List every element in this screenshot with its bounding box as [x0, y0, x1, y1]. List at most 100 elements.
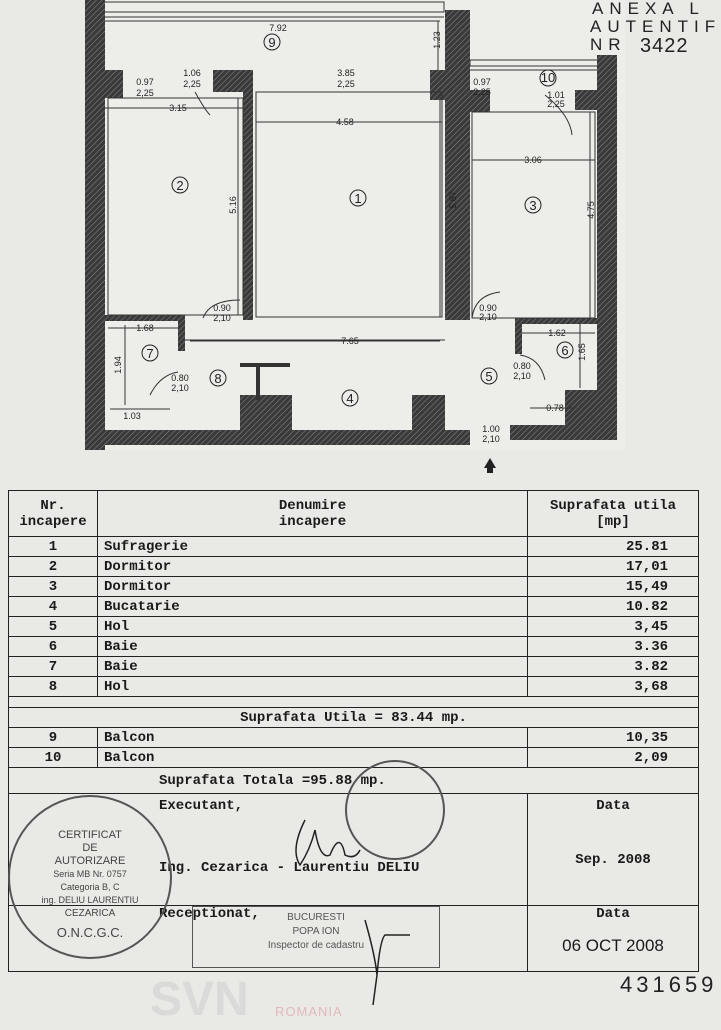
signature-receiver — [364, 919, 410, 1006]
table-cell: Data Sep. 2008 — [527, 793, 699, 906]
table-cell: 6 — [8, 636, 98, 657]
dim-label: 2,25 — [337, 79, 355, 89]
signature-executant — [295, 819, 361, 867]
table-cell: 5 — [8, 616, 98, 637]
table-cell: 3.82 — [527, 656, 699, 677]
table-cell: 10 — [8, 747, 98, 768]
spacer-row — [8, 696, 699, 708]
table-cell: Dormitor — [97, 576, 528, 597]
round-seal — [345, 760, 445, 860]
useful-area-total: Suprafata Utila = 83.44 mp. — [8, 707, 699, 728]
header-area: Suprafata utila[mp] — [527, 490, 699, 537]
dim-label: 1.94 — [113, 356, 123, 374]
table-cell: Data 06 OCT 2008 — [527, 905, 699, 972]
dim-label: 7.65 — [341, 336, 359, 346]
handwritten-number: 3422 — [640, 35, 689, 57]
room-label-5: 5 — [480, 367, 498, 385]
receptionat-date: 06 OCT 2008 — [562, 936, 664, 955]
stamp-text: BUCURESTI — [287, 912, 345, 923]
dim-label: 3.15 — [169, 103, 187, 113]
dim-label: 1.23 — [432, 31, 442, 49]
header-nr-line2: incapere — [19, 513, 87, 530]
dim-label: 0.97 — [136, 77, 154, 87]
stamp-text: Seria MB Nr. 0757 — [53, 869, 127, 879]
dim-label: 1.03 — [123, 411, 141, 421]
dim-label: 4.75 — [586, 201, 596, 219]
table-cell: 3.36 — [527, 636, 699, 657]
executant-label: Executant, — [159, 798, 244, 814]
table-cell: 8 — [8, 676, 98, 697]
header-name-line2: incapere — [278, 513, 347, 530]
dim-label: 4.58 — [336, 117, 354, 127]
dim-label: 1.68 — [136, 323, 154, 333]
watermark-country: ROMANIA — [275, 1004, 343, 1019]
dimension-labels: 7.92 1.23 0.97 2,25 1.06 2,25 3.15 3.85 … — [113, 23, 596, 444]
dim-label: 0.97 — [473, 77, 491, 87]
dim-label: 2,25 — [547, 99, 565, 109]
room-label-9: 9 — [263, 33, 281, 51]
dim-label: 1.06 — [183, 68, 201, 78]
room-number: 1 — [354, 191, 361, 206]
plan-area — [85, 0, 625, 450]
dim-label: 2,10 — [213, 313, 231, 323]
table-cell: Hol — [97, 616, 528, 637]
data-label: Data — [596, 906, 630, 922]
room-label-6: 6 — [556, 341, 574, 359]
table-cell: 3,45 — [527, 616, 699, 637]
dim-label: 1.01 — [547, 90, 565, 100]
dimension-lines — [105, 20, 595, 410]
dim-label: 2,10 — [479, 312, 497, 322]
room-number: 9 — [268, 35, 275, 50]
executant-date: Sep. 2008 — [575, 852, 651, 868]
table-cell: 3,68 — [527, 676, 699, 697]
room-label-7: 7 — [141, 344, 159, 362]
room-label-2: 2 — [171, 176, 189, 194]
table-cell: Hol — [97, 676, 528, 697]
dim-label: 2,10 — [482, 434, 500, 444]
table-cell: Bucatarie — [97, 596, 528, 617]
table-cell: Sufragerie — [97, 536, 528, 557]
room-number: 5 — [485, 369, 492, 384]
dim-label: 0.90 — [213, 303, 231, 313]
stamp-text: Inspector de cadastru — [267, 940, 365, 951]
stamp-text: DE — [82, 842, 98, 854]
interior-lines — [107, 91, 596, 400]
dim-label: 2,25 — [136, 88, 154, 98]
header-area-line2: [mp] — [596, 513, 630, 530]
handwritten-annotation-line2: AUTENTIF — [590, 17, 721, 36]
stamp-text: ing. DELIU LAURENTIU — [41, 895, 139, 905]
dim-label: 1.00 — [482, 424, 500, 434]
header-name-line1: Denumire — [278, 497, 347, 514]
stamp-text: AUTORIZARE — [54, 855, 126, 867]
table-cell: 2,09 — [527, 747, 699, 768]
room-number: 6 — [561, 343, 568, 358]
table-cell: 25.81 — [527, 536, 699, 557]
room-number: 4 — [346, 391, 353, 406]
dim-label: 1.65 — [577, 343, 587, 361]
dim-label: 0.78 — [546, 403, 564, 413]
dim-label: 1.62 — [548, 328, 566, 338]
entrance-arrow-icon — [484, 458, 496, 473]
room-number: 7 — [146, 346, 153, 361]
dim-label: 5.16 — [228, 196, 238, 214]
dim-label: 2,25 — [473, 87, 491, 97]
table-cell: 10.82 — [527, 596, 699, 617]
document-number: 431659 — [620, 972, 718, 997]
table-cell: 17,01 — [527, 556, 699, 577]
table-cell: Dormitor — [97, 556, 528, 577]
handwritten-annotation-line3: NR — [590, 35, 627, 54]
table-cell: Baie — [97, 656, 528, 677]
dim-label: 0.80 — [513, 361, 531, 371]
watermark-brand: SVN — [150, 973, 249, 1026]
dim-label: 2,10 — [171, 383, 189, 393]
table-cell: Balcon — [97, 747, 528, 768]
receiver-stamp: BUCURESTI POPA ION Inspector de cadastru — [192, 906, 440, 968]
dim-label: 0.90 — [479, 303, 497, 313]
table-cell: 15,49 — [527, 576, 699, 597]
table-cell: 2 — [8, 556, 98, 577]
